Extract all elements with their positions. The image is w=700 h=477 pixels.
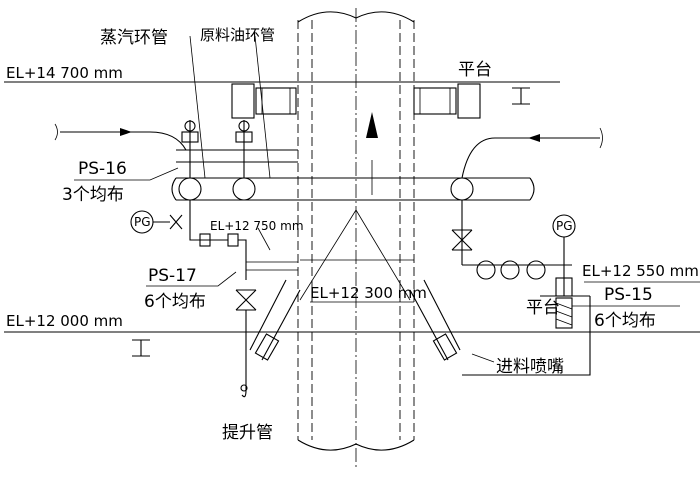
ring-section-mid [232,177,256,201]
gate-valve-left-icon [235,289,257,311]
label-feed-nozzle: 进料喷嘴 [496,357,564,377]
right-fitting-1 [476,260,496,280]
label-ps16-code: PS-16 [78,159,127,179]
flange-left-2 [227,233,239,247]
label-underlines [4,81,700,333]
flange-left-1 [199,233,211,247]
ring-section-left [178,177,202,201]
gate-valve-right-icon [451,229,473,251]
right-return-pipe [462,296,591,376]
flow-up-arrow-icon [366,112,378,138]
pipe-break-right-icon [599,127,603,149]
nozzle-right-head [432,333,458,361]
ps16-underline [74,167,179,181]
label-pg-right: PG [556,219,573,233]
left-drain-point [240,384,248,392]
inlet-arrow-icon [120,128,132,136]
label-ps17-code: PS-17 [148,266,197,286]
upper-supports [231,83,481,119]
i-beam-left-icon [132,339,150,357]
label-steam-ring: 蒸汽环管 [100,28,168,48]
leader-steam-ring [189,35,206,179]
oil-inlet-right [461,127,603,179]
label-el-12000: EL+12 000 mm [6,312,123,330]
spring-support-ps15 [555,297,573,329]
label-feed-oil-ring: 原料油环管 [200,26,275,44]
feed-oil-ring-pipe [176,177,530,201]
label-ps16-count: 3个均布 [62,185,124,205]
steam-inlet-line [60,131,187,151]
inlet-arrow-right-icon [528,134,540,142]
spray-cone [299,209,411,301]
ring-break-right [529,177,535,201]
leader-el12750 [257,227,271,251]
support-block-left [231,83,255,119]
leader-feed-nozzle [471,353,495,363]
hanger-clamp-2 [235,131,253,143]
steam-ring-pipe [176,149,298,163]
right-fitting-3 [526,260,546,280]
nozzle-left-barrel-2 [249,279,287,351]
valve-left-small-icon [169,214,183,230]
hanger-eye-2 [238,120,250,132]
label-el-12550: EL+12 550 mm [582,262,699,280]
label-ps17-count: 6个均布 [144,292,206,312]
right-fitting-2 [500,260,520,280]
label-pg-left: PG [134,215,151,229]
feed-nozzles [249,209,461,361]
left-drop-pipe [241,310,247,398]
hanger-eye-1 [184,120,196,132]
ps16-hangers [181,120,253,178]
label-platform-right: 平台 [526,298,560,318]
label-el-12750: EL+12 750 mm [210,219,304,233]
nozzle-left-head [254,333,280,361]
label-platform-top: 平台 [458,60,492,80]
label-riser: 提升管 [222,423,273,443]
nozzle-left-barrel [261,289,301,361]
leader-feed-oil-ring [254,35,271,179]
riser-break-top [297,11,415,23]
right-branch [451,200,591,376]
nozzle-right-barrel-2 [423,279,461,351]
ring-headers [171,35,535,201]
spring-coil-icon [555,302,573,326]
hanger-clamp-1 [181,131,199,143]
support-plate-right [413,87,457,115]
oil-inlet-line [461,137,600,179]
ps17-underline [146,271,237,287]
nozzle-right-barrel [409,289,449,361]
left-branch-pipe-2 [212,239,247,280]
label-el-14700: EL+14 700 mm [6,64,123,82]
riser-pipe [297,8,415,468]
i-beam-top-icon [512,87,530,105]
ring-break-left [171,177,177,201]
label-el-12300: EL+12 300 mm [310,284,427,302]
support-plate-left-ribs [261,88,291,114]
riser-break-bottom [297,439,415,451]
ring-section-right [450,177,474,201]
label-ps15-count: 6个均布 [594,311,656,331]
label-ps15-code: PS-15 [604,285,653,305]
steam-inlet-left [54,123,187,151]
support-block-right [457,83,481,119]
left-branch-pipe [189,200,212,241]
support-plate-right-ribs [419,88,451,114]
support-plate-left [255,87,297,115]
pipe-break-left-icon [54,123,58,141]
support-ps17-bar [246,261,298,271]
left-branch [130,200,298,398]
